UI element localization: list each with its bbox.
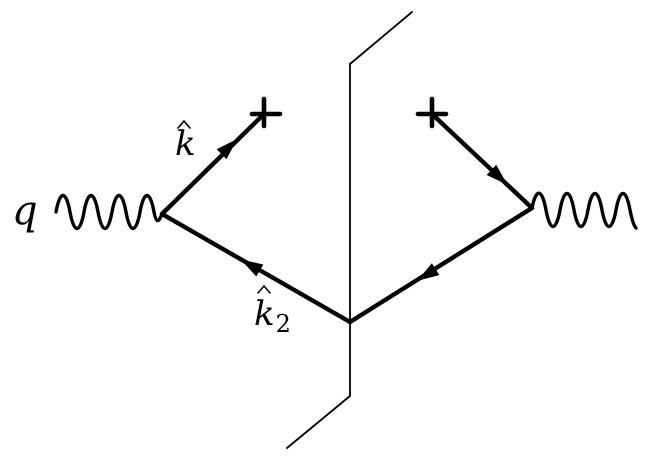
svg-text:k2: k2 xyxy=(254,294,291,338)
cross-marker-right xyxy=(415,96,449,129)
arrow-lower-right xyxy=(416,263,440,281)
cross-marker-left xyxy=(249,96,283,129)
cut-line xyxy=(286,11,413,449)
hat-accent-k xyxy=(177,120,191,129)
quark-line-upper-right xyxy=(429,111,535,211)
quark-line-upper-left xyxy=(159,111,267,217)
momentum-label-k2: k2 xyxy=(254,285,291,338)
arrow-lower-left xyxy=(240,259,264,277)
momentum-label-k: k xyxy=(175,120,196,164)
arrow-upper-left xyxy=(216,138,238,160)
arrow-upper-right xyxy=(486,164,508,185)
quark-line-lower-right xyxy=(347,205,535,325)
hat-accent-k2 xyxy=(257,285,271,294)
photon-label-q: q xyxy=(12,188,38,234)
photon-wavy-line-left xyxy=(54,193,164,231)
photon-wavy-line-right xyxy=(530,191,638,230)
svg-text:k: k xyxy=(175,124,196,164)
